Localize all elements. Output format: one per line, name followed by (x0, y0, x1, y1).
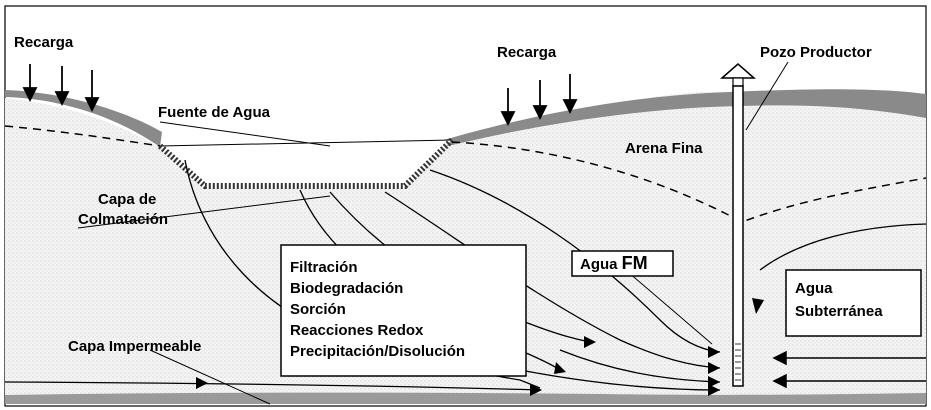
production-well-label: Pozo Productor (760, 44, 872, 61)
water-source-body (160, 140, 452, 188)
process-item: Biodegradación (290, 280, 403, 297)
groundwater-label-line2: Subterránea (795, 303, 883, 320)
bank-filtrate-label-suffix: FM (622, 253, 648, 273)
clogging-layer-label-line2: Colmatación (78, 211, 168, 228)
surface-soil-right (440, 89, 926, 146)
recharge-label-right: Recarga (497, 44, 557, 61)
flow-arrow (554, 362, 566, 374)
recharge-arrows-right (500, 74, 578, 127)
process-item: Reacciones Redox (290, 322, 424, 339)
groundwater-box (785, 269, 922, 337)
impermeable-layer-band (5, 392, 926, 404)
clogging-layer-label-line1: Capa de (98, 191, 156, 208)
flow-lines (4, 159, 927, 391)
clogging-layer (158, 137, 455, 189)
well-screen (735, 343, 741, 381)
groundwater-label-line1: Agua (795, 280, 833, 297)
water-table-left (4, 125, 161, 147)
process-item: Precipitación/Disolución (290, 343, 465, 360)
water-table-right (451, 141, 927, 223)
flow-arrow (708, 384, 720, 396)
flow-arrowheads (196, 298, 764, 396)
flow-arrow (752, 298, 764, 314)
flow-arrow (196, 377, 208, 389)
flow-arrow (708, 376, 720, 388)
impermeable-layer-label: Capa Impermeable (68, 338, 201, 355)
processes-box (280, 244, 527, 377)
production-well (720, 63, 756, 387)
surface-soil-left (5, 90, 162, 147)
leader-lines (77, 61, 789, 405)
process-item: Sorción (290, 301, 346, 318)
flow-arrow (584, 336, 596, 348)
bank-filtrate-label: Agua FM (580, 253, 648, 273)
flow-arrow (708, 362, 720, 374)
flow-arrow (708, 346, 720, 358)
well-casing (732, 85, 744, 387)
water-source-label: Fuente de Agua (158, 104, 271, 121)
bank-filtrate-label-prefix: Agua (580, 256, 622, 273)
recharge-label-left: Recarga (14, 34, 74, 51)
fine-sand-label: Arena Fina (625, 140, 703, 157)
groundwater-inflow-arrows (772, 350, 926, 389)
recharge-arrows-left (22, 64, 100, 113)
process-item: Filtración (290, 259, 358, 276)
flow-arrow (530, 384, 542, 396)
bank-filtrate-box (571, 250, 674, 277)
